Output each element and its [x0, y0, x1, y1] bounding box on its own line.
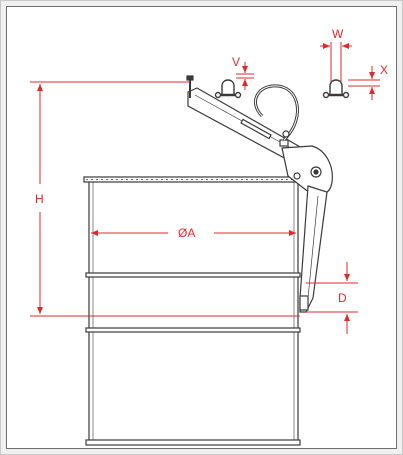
lifter-jaw-tip [299, 295, 309, 311]
dim-label-w: W [332, 27, 344, 41]
drum-rolling-hoop-lower [85, 327, 301, 333]
dimension-lines [30, 42, 380, 334]
lifter-slot [240, 118, 272, 140]
dim-label-v: V [232, 55, 240, 69]
lifter-bolt [293, 172, 301, 180]
drum-rolling-hoop-upper [85, 272, 301, 278]
drum [83, 176, 303, 446]
dim-label-d: D [338, 291, 347, 305]
lifter-pivot-body [281, 145, 333, 196]
figure-panel [6, 6, 397, 449]
shackle-right [322, 79, 350, 99]
shackle-left [214, 79, 242, 99]
lifter-jaw-leg [299, 185, 328, 313]
drum-bottom-rim [85, 439, 301, 446]
dim-label-a: ØA [178, 226, 195, 240]
dim-label-h: H [35, 192, 44, 206]
dim-label-x: X [380, 63, 388, 77]
drum-lifter [186, 75, 333, 313]
